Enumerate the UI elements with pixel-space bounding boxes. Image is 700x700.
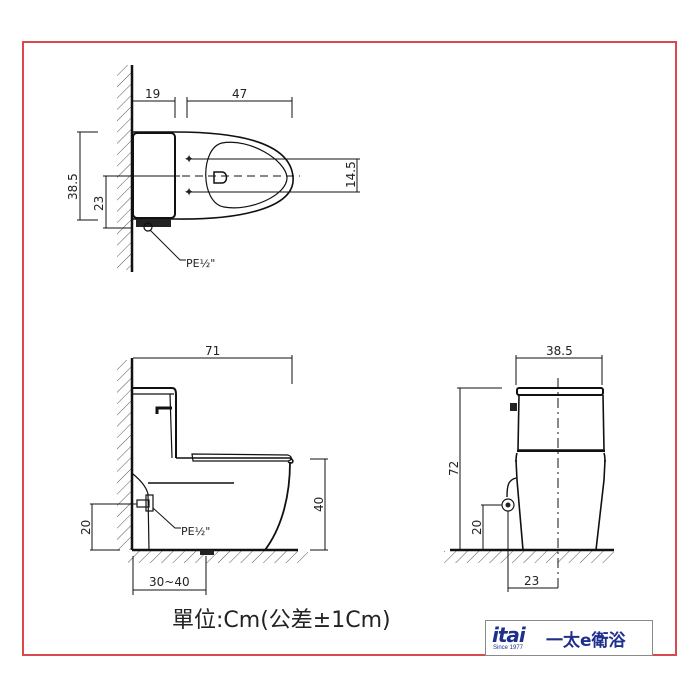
dim-23-label: 23 bbox=[92, 196, 106, 211]
dim-72-label: 72 bbox=[447, 461, 461, 476]
svg-text:✦: ✦ bbox=[184, 185, 194, 199]
top-view: ✦ ✦ 19 47 38.5 23 14.5 PE½" bbox=[66, 65, 360, 272]
dim-20-label-front: 20 bbox=[470, 520, 484, 535]
dim-47-label: 47 bbox=[232, 87, 247, 101]
front-view: 38.5 72 20 23 bbox=[444, 344, 614, 592]
dim-38-5-label: 38.5 bbox=[66, 173, 80, 200]
supply-pe-label-side: PE½" bbox=[181, 525, 210, 538]
dim-19-label: 19 bbox=[145, 87, 160, 101]
supply-pe-label-top: PE½" bbox=[186, 257, 215, 270]
logo-brand: itai bbox=[492, 623, 526, 647]
logo-since: Since 1977 bbox=[493, 645, 524, 651]
dim-23-front-label: 23 bbox=[524, 574, 539, 588]
logo-company-name: 一太e衛浴 bbox=[546, 631, 626, 651]
brand-logo: itai Since 1977 一太e衛浴 bbox=[485, 620, 653, 656]
svg-text:✦: ✦ bbox=[184, 152, 194, 166]
drawing-frame bbox=[22, 41, 677, 656]
dim-20-label-side: 20 bbox=[79, 520, 93, 535]
side-view: 71 40 20 30~40 PE½" bbox=[79, 344, 328, 595]
unit-note: 單位:Cm(公差±1Cm) bbox=[172, 608, 391, 633]
dim-14-5-label: 14.5 bbox=[344, 161, 358, 188]
dim-71-label: 71 bbox=[205, 344, 220, 358]
dim-40-label: 40 bbox=[312, 497, 326, 512]
dim-30-40-label: 30~40 bbox=[149, 575, 190, 589]
dim-38-5-front-label: 38.5 bbox=[546, 344, 573, 358]
